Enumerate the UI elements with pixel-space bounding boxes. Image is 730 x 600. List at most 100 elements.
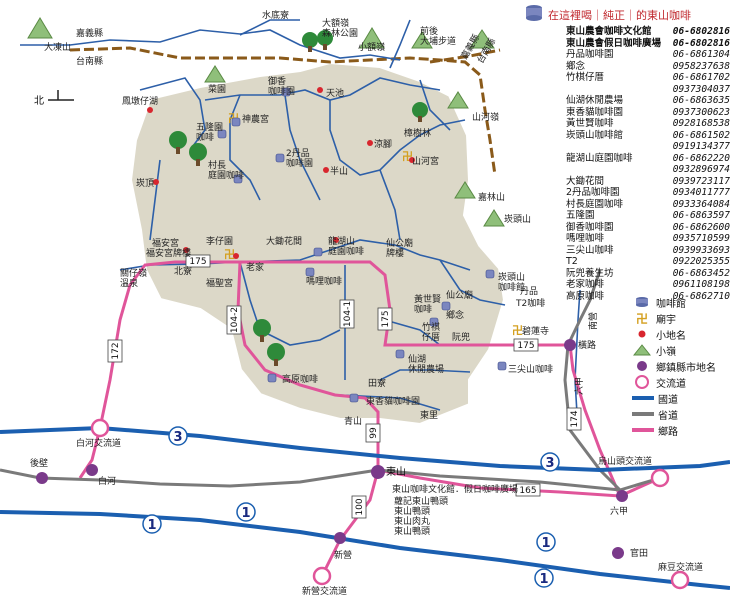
legend-item-interchange: 交流道 — [632, 374, 730, 390]
forest-trees — [169, 30, 428, 366]
cafe-name: 黃世賢咖啡 — [566, 118, 614, 129]
cafe-name: 丹品咖啡園 — [566, 49, 614, 60]
red-dot-icon — [323, 167, 329, 173]
hill-icon — [454, 181, 476, 199]
label-tainan: 台南縣 — [76, 55, 103, 67]
label-longhushan: 龍湖山庭園咖啡 — [328, 235, 364, 257]
directory-row: 0932896974 — [566, 164, 730, 176]
temple-swastika-icon: 卍 — [512, 324, 523, 337]
label-t2: T2咖啡 — [515, 297, 545, 309]
svg-text:1: 1 — [539, 572, 548, 587]
legend-item-provincial: 省道 — [632, 406, 730, 422]
legend-label: 小嶺 — [656, 346, 676, 358]
coffee-cup-icon — [526, 5, 542, 21]
label-dongli: 東里 — [420, 409, 438, 421]
cafe-name: 鄉念 — [566, 60, 586, 72]
label-qianhou: 前後大埔步道 — [420, 25, 456, 47]
label-fushenggong: 福聖宮 — [206, 277, 233, 289]
label-ruandou: 阮兜 — [452, 331, 470, 343]
label-dongshan-spots: 蘿記東山鴨頭東山鴨頭東山肉丸東山鴨頭 — [394, 495, 448, 537]
cafe-name: 2丹品咖啡園 — [566, 187, 620, 198]
route-shield-104-1: 104-1 — [339, 299, 355, 329]
brand-title: 在這裡喝｜純正｜的東山咖啡 — [548, 9, 691, 22]
legend-item-cafe: 咖啡館 — [632, 294, 730, 310]
hill-icon — [204, 65, 226, 83]
coffee-cup-icon — [485, 269, 495, 279]
national-shield-1c: 1 — [536, 532, 556, 552]
label-baihe: 白河 — [98, 475, 116, 487]
coffee-cup-icon — [233, 174, 243, 184]
svg-text:175: 175 — [517, 341, 534, 351]
coffee-cup-icon — [441, 301, 451, 311]
legend-item-place: 小地名 — [632, 326, 730, 342]
coffee-cup-icon — [349, 393, 359, 403]
coffee-cup-icon — [313, 247, 323, 257]
route-shield-100: 100 — [351, 495, 367, 519]
label-shanhe: 山河嶺 — [472, 111, 499, 123]
label-fuangong: 福安宮 — [152, 237, 179, 249]
north-arrow: 北 — [34, 90, 74, 107]
label-shennong: 神農宮 — [242, 113, 269, 125]
legend-label: 交流道 — [656, 378, 686, 390]
label-qingshan: 青山 — [344, 415, 362, 427]
hill-icon — [27, 17, 53, 39]
cafe-name: 東山農會咖啡文化館 — [566, 26, 652, 37]
cafe-phone: 06-6863635 — [672, 95, 730, 106]
interchange-circle-icon — [312, 566, 332, 586]
label-xiangnian: 鄉念 — [446, 309, 464, 321]
cafe-phone: 0932896974 — [672, 164, 730, 175]
directory-row: 御香咖啡園 06-6862600 — [566, 222, 730, 234]
label-xianhu: 仙湖休閒農場 — [408, 353, 444, 375]
cafe-phone: 06-6802816 — [672, 37, 730, 49]
directory-row: 東山農會假日咖啡廣場 06-6802816 — [566, 38, 730, 50]
label-caoyuan: 菜園 — [208, 83, 226, 95]
cafe-phone: 0935710599 — [672, 233, 730, 244]
label-village-chief: 村長庭園咖啡 — [208, 159, 244, 181]
label-lizaiyuan: 李仔園 — [206, 235, 233, 247]
label-banshan: 半山 — [330, 165, 348, 177]
cafe-name: 大鋤花間 — [566, 175, 605, 187]
label-liujia-town: 六甲 — [573, 377, 585, 395]
cafe-phone: 0937304037 — [672, 83, 730, 95]
label-wulong: 五隆園咖啡 — [196, 121, 223, 143]
purple-dot-icon — [36, 472, 48, 484]
legend-label: 廟宇 — [656, 314, 676, 326]
legend-item-hill: 小嶺 — [632, 342, 730, 358]
cafe-phone: 0922025355 — [672, 256, 730, 267]
svg-text:3: 3 — [173, 430, 182, 445]
cafe-phone: 06-6861304 — [672, 49, 730, 60]
legend-label: 省道 — [658, 410, 678, 422]
cafe-name: 老家咖啡 — [566, 279, 605, 290]
legend-item-temple: 卍廟宇 — [632, 310, 730, 326]
cafe-phone: 0928168538 — [672, 118, 730, 129]
label-mali: 嗎哩咖啡 — [306, 275, 342, 287]
national-shield-3b: 3 — [540, 452, 560, 472]
cafe-name: 御香咖啡園 — [566, 221, 614, 233]
label-tianliao: 田寮 — [368, 377, 386, 389]
red-dot-icon — [333, 237, 339, 243]
cafe-phone: 0937300623 — [672, 106, 730, 118]
label-gaoyuan: 高原咖啡 — [282, 373, 318, 385]
local-roads — [20, 19, 581, 431]
cafe-phone: 06-6861502 — [672, 129, 730, 141]
cafe-phone: 06-6861702 — [672, 72, 730, 83]
label-guanziling: 關仔嶺溫泉 — [120, 267, 147, 289]
cafe-name: 嗎哩咖啡 — [566, 233, 605, 244]
label-xiaoying: 南營 — [587, 312, 599, 330]
cafe-phone: 06-6862710 — [672, 290, 730, 302]
red-dot-icon — [147, 107, 153, 113]
route-shield-175c: 175 — [513, 338, 539, 352]
cafe-phone: 06-6862600 — [672, 221, 730, 233]
cafe-name: 東山農會假日咖啡廣場 — [566, 37, 662, 49]
directory-row: 0937304037 — [566, 84, 730, 96]
label-bilian: 碧蓮寺 — [522, 325, 549, 337]
map-legend: 咖啡館卍廟宇小地名小嶺鄉鎮縣市地名交流道國道省道鄉路 — [632, 294, 730, 438]
label-dachu: 大鋤花間 — [266, 235, 302, 247]
